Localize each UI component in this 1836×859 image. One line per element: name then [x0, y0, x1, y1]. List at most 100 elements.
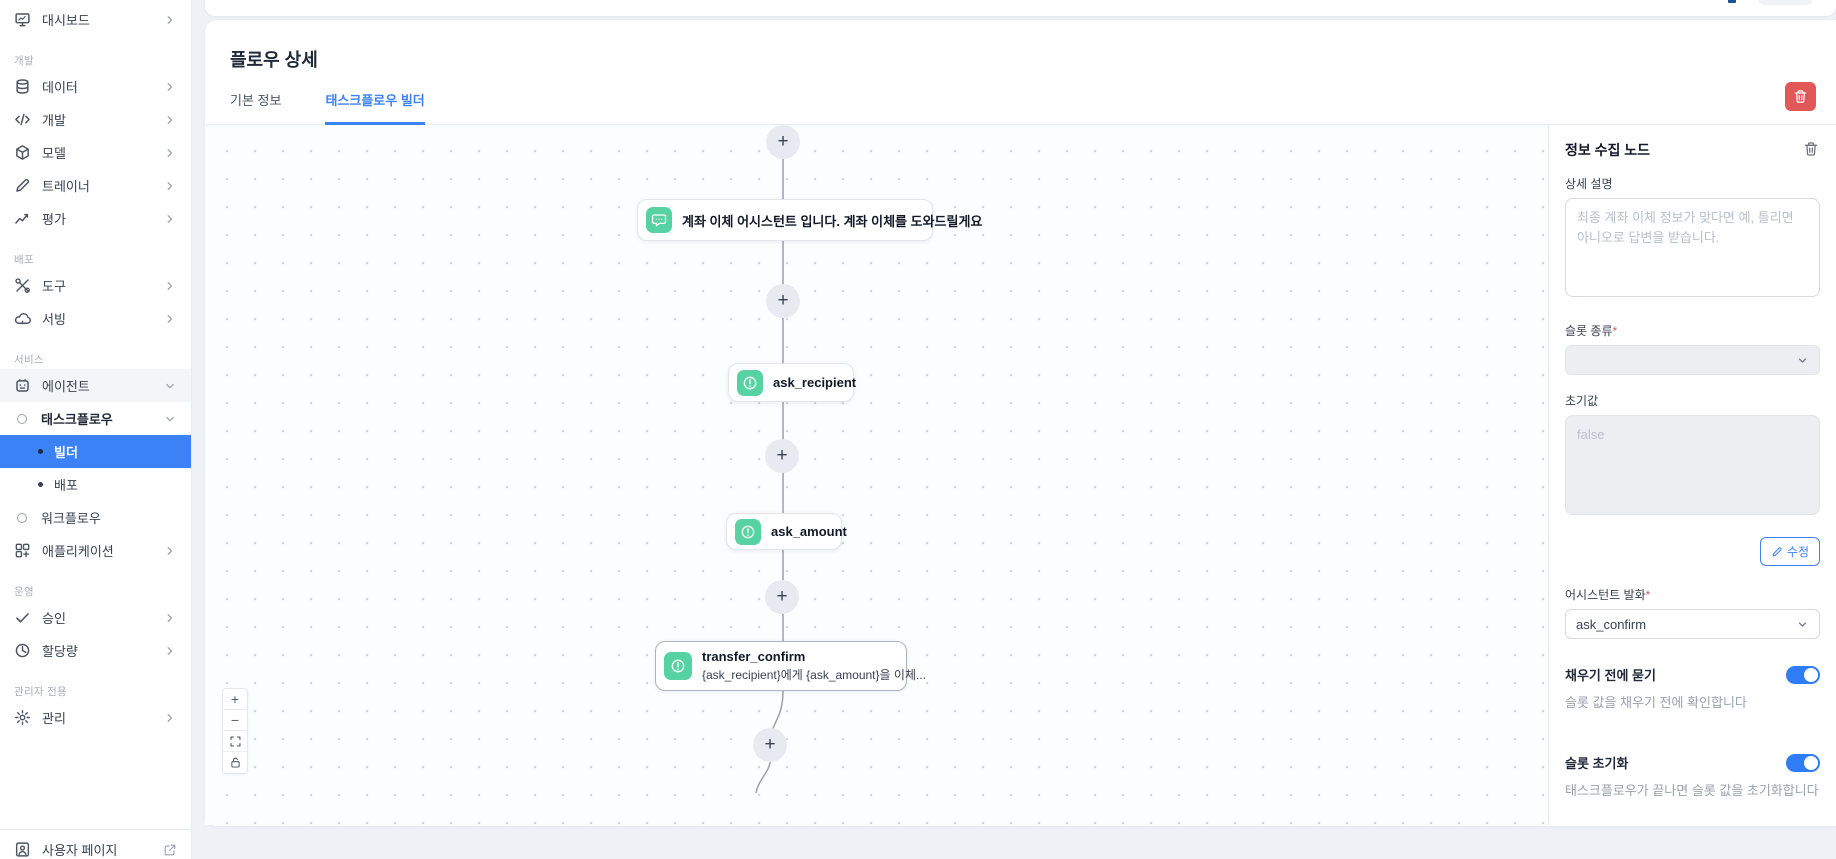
ask-before-fill-label: 채우기 전에 묻기 [1565, 668, 1656, 683]
external-link-icon [163, 843, 177, 857]
chevron-right-icon [163, 644, 177, 658]
sidebar-item-user-page[interactable]: 사용자 페이지 [0, 829, 191, 859]
node-ask-recipient[interactable]: ask_recipient [728, 363, 856, 402]
sidebar-item-deploy[interactable]: 배포 [0, 468, 191, 501]
sidebar-item-model[interactable]: 모델 [0, 136, 191, 169]
flow-canvas[interactable]: + 계좌 이체 어시스턴트 입니다. 계좌 이체를 도와드릴게요 + ask_r… [205, 125, 1548, 825]
zoom-out-button[interactable]: − [223, 710, 247, 731]
detail-description-label: 상세 설명 [1565, 177, 1613, 191]
sidebar-item-label: 워크플로우 [41, 511, 101, 526]
sidebar-item-taskflow[interactable]: 태스크플로우 [0, 402, 191, 435]
card-body: + 계좌 이체 어시스턴트 입니다. 계좌 이체를 도와드릴게요 + ask_r… [205, 125, 1836, 825]
initial-value-textarea[interactable] [1565, 415, 1820, 515]
sidebar-item-label: 개발 [42, 113, 66, 128]
assistant-utterance-label: 어시스턴트 발화* [1565, 588, 1651, 602]
initial-value-label: 초기값 [1565, 394, 1599, 408]
sidebar-section-ops: 운영 [14, 585, 34, 598]
sidebar-item-admin[interactable]: 관리 [0, 701, 191, 734]
chevron-right-icon [163, 611, 177, 625]
node-ask-amount[interactable]: ask_amount [726, 513, 847, 550]
edit-button-label: 수정 [1786, 545, 1809, 559]
chart-icon [14, 210, 31, 227]
sidebar-section-service: 서비스 [14, 353, 44, 366]
slot-type-select[interactable] [1565, 345, 1820, 375]
sidebar-item-dashboard[interactable]: 대시보드 [0, 3, 191, 36]
add-node-button-5[interactable]: + [753, 728, 787, 762]
sidebar-section-deploy: 배포 [14, 253, 34, 266]
trash-icon [1803, 141, 1819, 157]
chevron-right-icon [163, 13, 177, 27]
sidebar-section-dev: 개발 [14, 54, 34, 67]
sidebar-item-builder[interactable]: 빌더 [0, 435, 191, 468]
sidebar-item-label: 태스크플로우 [41, 412, 113, 427]
assistant-utterance-select[interactable]: ask_confirm [1565, 609, 1820, 639]
add-node-button-2[interactable]: + [766, 284, 800, 318]
zoom-in-button[interactable]: + [223, 689, 247, 710]
lock-button[interactable] [223, 752, 247, 773]
assistant-utterance-value: ask_confirm [1576, 616, 1647, 632]
sidebar-item-serving[interactable]: 서빙 [0, 302, 191, 335]
add-node-button-1[interactable]: + [766, 125, 800, 159]
sidebar-item-tools[interactable]: 도구 [0, 269, 191, 302]
edit-button[interactable]: 수정 [1759, 537, 1820, 566]
sidebar-item-workflow[interactable]: 워크플로우 [0, 501, 191, 534]
sidebar-item-label: 사용자 페이지 [42, 843, 118, 858]
bullet-icon [38, 482, 43, 487]
sidebar-item-application[interactable]: 애플리케이션 [0, 534, 191, 567]
node-subtitle: {ask_recipient}에게 {ask_amount}을 이체... [702, 668, 926, 682]
chevron-right-icon [163, 146, 177, 160]
cube-icon [14, 144, 31, 161]
delete-node-button[interactable] [1802, 141, 1820, 159]
sidebar-item-develop[interactable]: 개발 [0, 103, 191, 136]
sidebar-item-label: 배포 [54, 478, 78, 493]
sidebar-item-approval[interactable]: 승인 [0, 601, 191, 634]
sidebar-item-label: 관리 [42, 711, 66, 726]
sidebar-item-eval[interactable]: 평가 [0, 202, 191, 235]
sidebar-item-label: 애플리케이션 [42, 544, 114, 559]
ask-before-fill-help: 슬롯 값을 채우기 전에 확인합니다 [1565, 695, 1747, 710]
lock-icon [229, 756, 242, 769]
node-title: ask_amount [771, 524, 847, 539]
fit-view-icon [229, 735, 242, 748]
sidebar-item-label: 빌더 [54, 445, 78, 460]
tab-taskflow-builder[interactable]: 태스크플로우 빌더 [325, 90, 425, 125]
fit-view-button[interactable] [223, 731, 247, 752]
sidebar-item-quota[interactable]: 할당량 [0, 634, 191, 667]
chevron-down-icon [163, 379, 177, 393]
panel-title: 정보 수집 노드 [1565, 142, 1651, 158]
gear-icon [14, 709, 31, 726]
node-transfer-confirm[interactable]: transfer_confirm {ask_recipient}에게 {ask_… [655, 641, 926, 691]
alert-circle-icon [664, 652, 692, 680]
tab-basic-info[interactable]: 기본 정보 [230, 93, 282, 108]
toggle-knob [1804, 755, 1818, 770]
ask-before-fill-toggle[interactable] [1786, 665, 1820, 684]
sidebar-item-data[interactable]: 데이터 [0, 70, 191, 103]
node-greeting-message[interactable]: 계좌 이체 어시스턴트 입니다. 계좌 이체를 도와드릴게요 [637, 199, 982, 241]
sidebar-item-label: 도구 [42, 279, 66, 294]
sidebar-item-label: 트레이너 [42, 179, 90, 194]
monitor-icon [14, 11, 31, 28]
add-node-button-3[interactable]: + [765, 439, 799, 473]
delete-flow-button[interactable] [1785, 82, 1816, 111]
slot-reset-label: 슬롯 초기화 [1565, 756, 1629, 771]
sidebar-item-label: 모델 [42, 146, 66, 161]
chevron-right-icon [163, 279, 177, 293]
chevron-down-icon [1796, 354, 1809, 367]
slot-reset-toggle[interactable] [1786, 753, 1820, 772]
chevron-right-icon [163, 312, 177, 326]
sidebar-item-label: 할당량 [42, 644, 78, 659]
chat-bubble-icon [646, 207, 672, 233]
check-icon [14, 609, 31, 626]
add-node-button-4[interactable]: + [765, 580, 799, 614]
bullet-icon [38, 449, 43, 454]
detail-description-textarea[interactable] [1565, 198, 1820, 297]
pencil-icon [1771, 546, 1783, 558]
sidebar-item-agent[interactable]: 에이전트 [0, 369, 191, 402]
sidebar-item-trainer[interactable]: 트레이너 [0, 169, 191, 202]
pencil-icon [14, 177, 31, 194]
toggle-knob [1804, 667, 1818, 682]
sidebar: 대시보드 개발 데이터 개발 모델 트레이너 평가 배포 [0, 0, 192, 859]
circle-icon [17, 512, 27, 523]
slot-type-label: 슬롯 종류* [1565, 324, 1618, 338]
